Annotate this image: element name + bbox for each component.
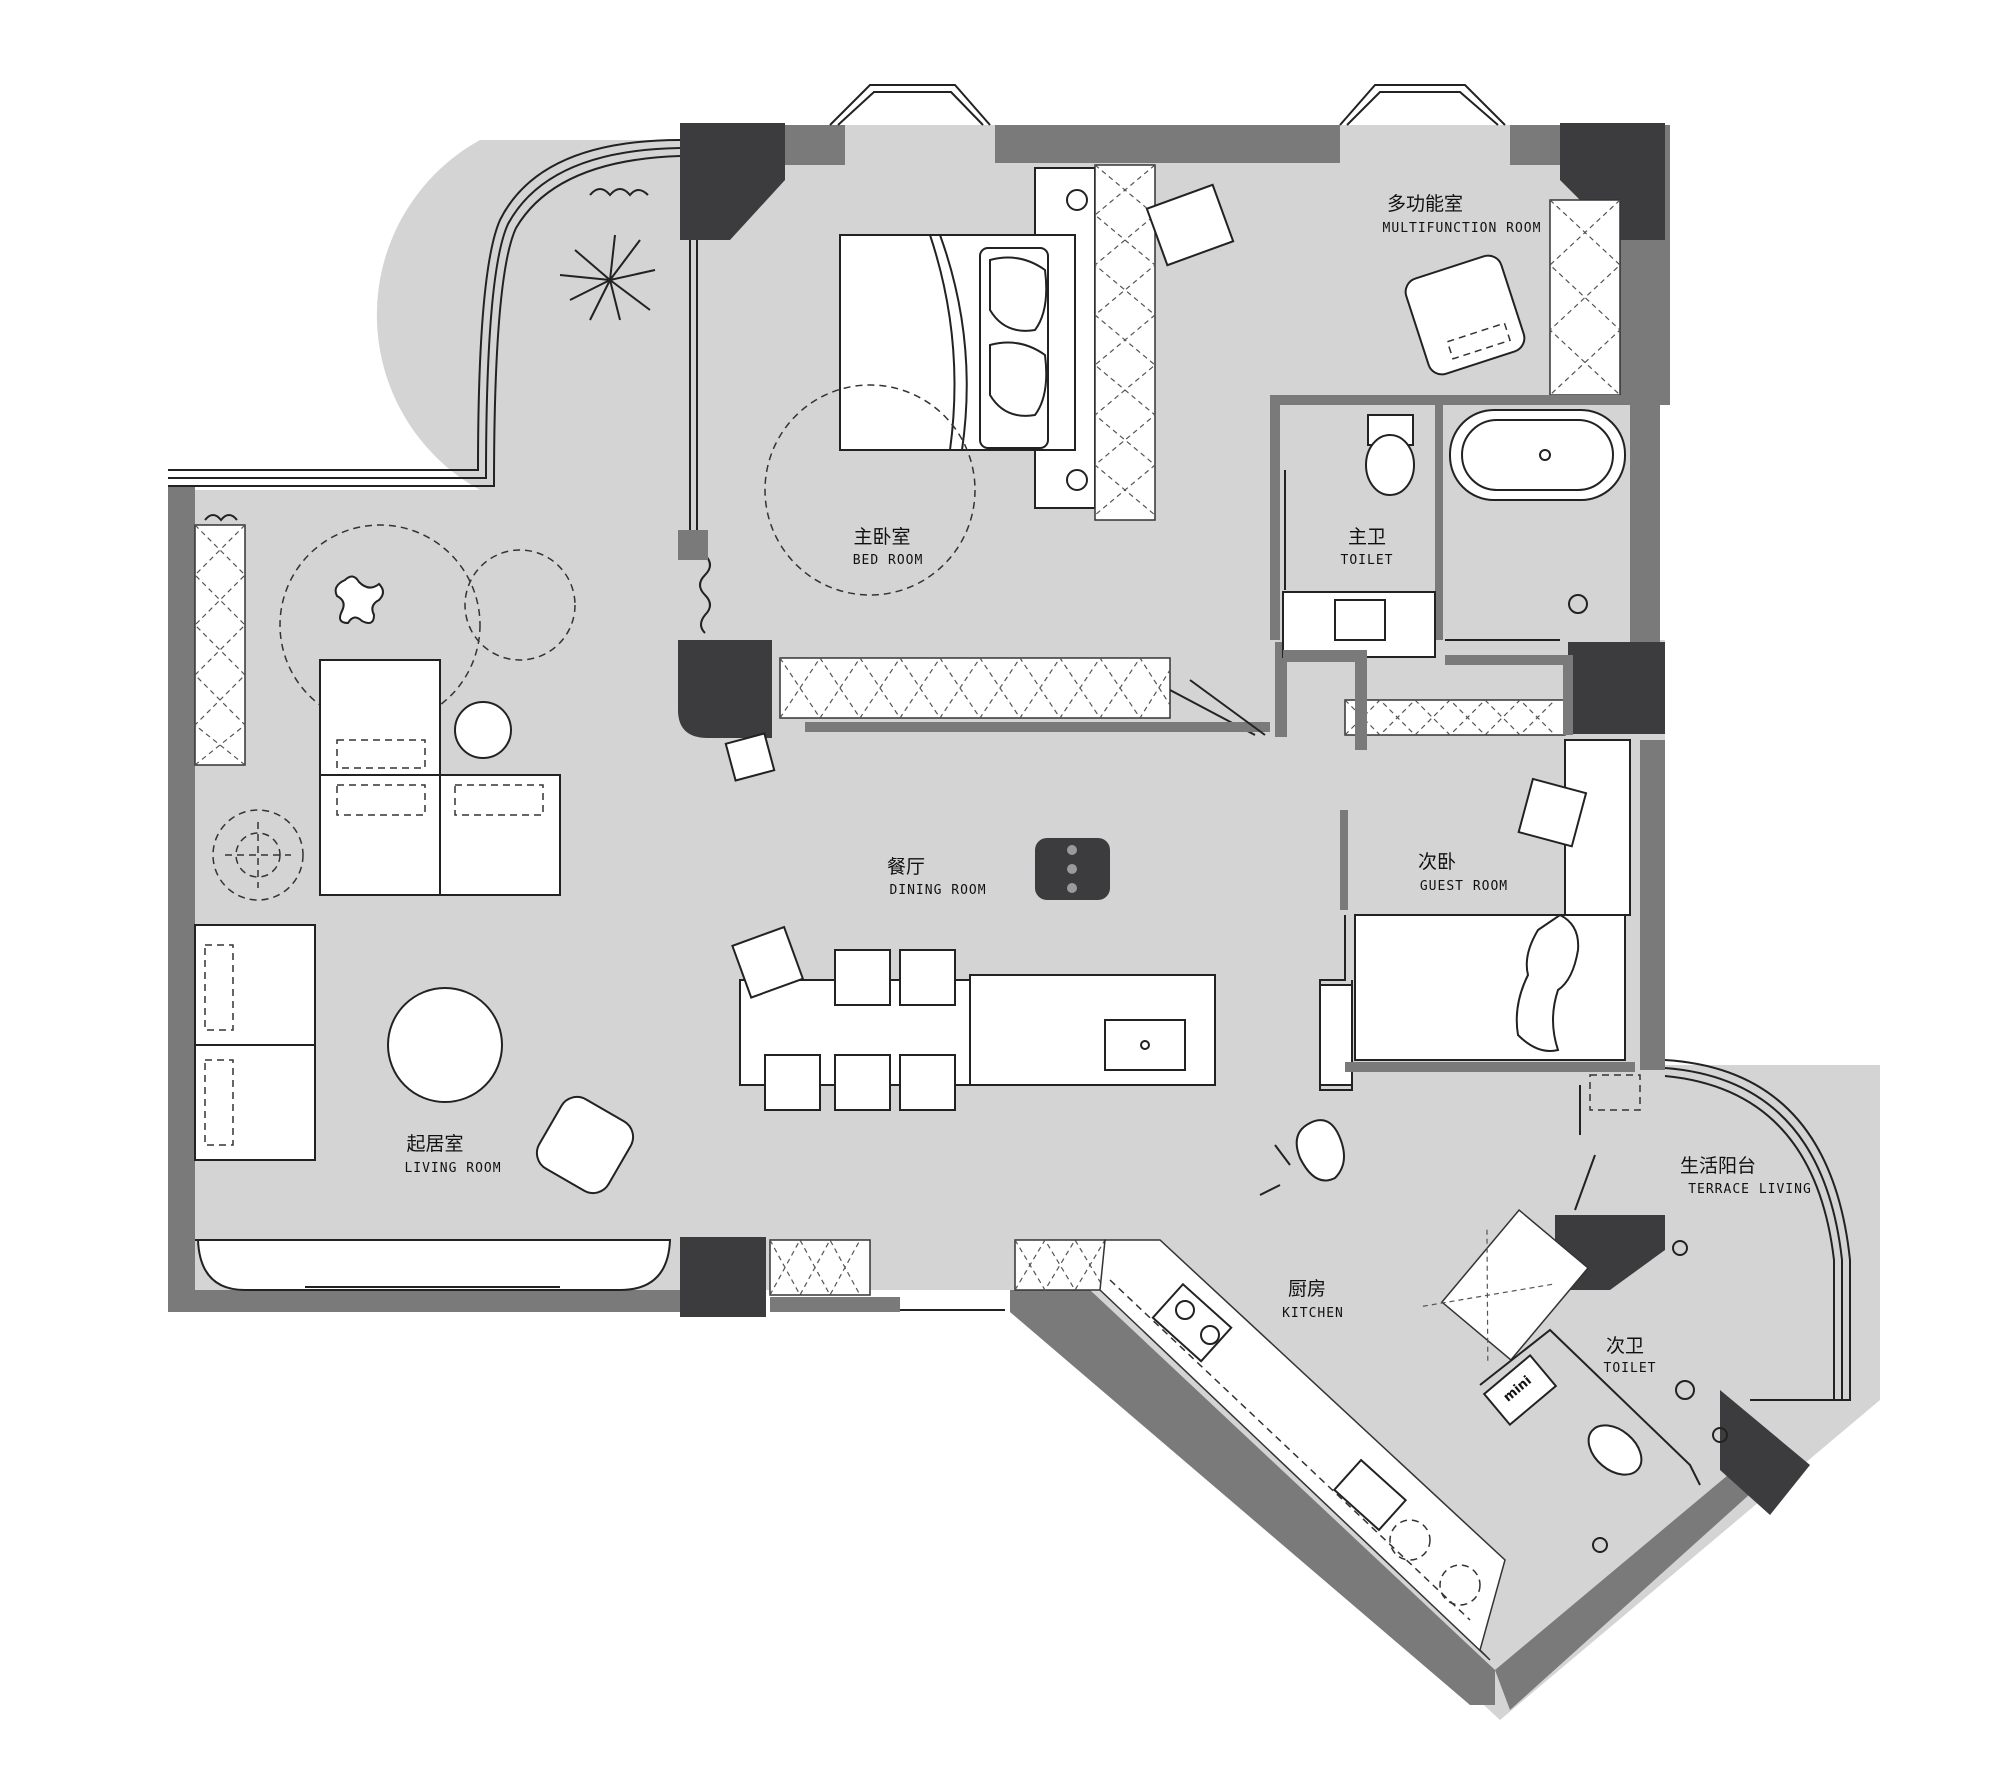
label-kitchen-en: KITCHEN (1282, 1306, 1344, 1321)
master-bedroom (764, 164, 1235, 596)
kitchen-island (969, 974, 1216, 1086)
washer (1482, 1353, 1558, 1427)
label-dining-cn: 餐厅 (887, 856, 925, 878)
label-master-bed-en: BED ROOM (853, 553, 924, 568)
label-guest-en: GUEST ROOM (1420, 879, 1508, 894)
side-table (454, 701, 512, 759)
label-multifunction-cn: 多功能室 (1387, 193, 1463, 215)
master-toilet (1270, 395, 1640, 658)
label-terrace-en: TERRACE LIVING (1688, 1182, 1812, 1197)
dining-room (724, 656, 1256, 1111)
dog-toy (334, 575, 384, 625)
wardrobe (1094, 164, 1156, 521)
label-terrace-cn: 生活阳台 (1680, 1155, 1756, 1177)
outer-walls (168, 125, 1760, 1710)
window-seat (195, 1239, 672, 1291)
label-kitchen-cn: 厨房 (1288, 1278, 1326, 1300)
label-master-bed-cn: 主卧室 (853, 526, 910, 548)
vanity (1282, 591, 1436, 658)
label-master-toilet-en: TOILET (1341, 553, 1394, 568)
guest-room (1319, 699, 1641, 1111)
label-dining-en: DINING ROOM (889, 883, 986, 898)
curved-railings (168, 139, 1851, 1401)
interior-walls (805, 650, 1573, 750)
sideboard (779, 657, 1171, 719)
doors (678, 240, 1286, 1311)
pillow (1515, 913, 1580, 1052)
sofa-1 (194, 924, 316, 1046)
person-figure (1295, 1119, 1345, 1182)
lounge-chair (535, 1095, 635, 1195)
kitchen (769, 1119, 1506, 1661)
rug-circle (764, 384, 976, 596)
label-living-cn: 起居室 (406, 1133, 463, 1155)
label-guest-toilet-en: TOILET (1604, 1361, 1657, 1376)
label-guest-cn: 次卧 (1418, 851, 1456, 873)
terrace (1422, 1085, 1728, 1553)
sofa-2 (194, 1044, 316, 1161)
label-living-en: LIVING ROOM (404, 1161, 501, 1176)
armchair (1404, 254, 1526, 376)
plant-icon (204, 188, 711, 634)
bay-windows (829, 84, 1506, 126)
label-multifunction-en: MULTIFUNCTION ROOM (1383, 221, 1542, 236)
laundry-cabinet (1440, 1209, 1590, 1361)
bathtub (1449, 409, 1626, 501)
armchair-left (319, 659, 441, 776)
label-master-toilet-cn: 主卫 (1348, 526, 1386, 548)
kitchen-counter (1099, 1239, 1506, 1661)
room-labels: 多功能室 MULTIFUNCTION ROOM 主卧室 BED ROOM 主卫 … (404, 193, 1812, 1405)
coffee-table (387, 987, 503, 1103)
floor-area (190, 125, 1880, 1720)
multifunction-room (1404, 199, 1621, 396)
toilet-bowl-2 (1587, 1424, 1643, 1476)
single-bed (1354, 914, 1626, 1061)
toilet-bowl (1365, 434, 1415, 496)
label-guest-toilet-cn: 次卫 (1606, 1335, 1644, 1357)
living-room (194, 524, 672, 1291)
bookshelf (194, 524, 246, 766)
